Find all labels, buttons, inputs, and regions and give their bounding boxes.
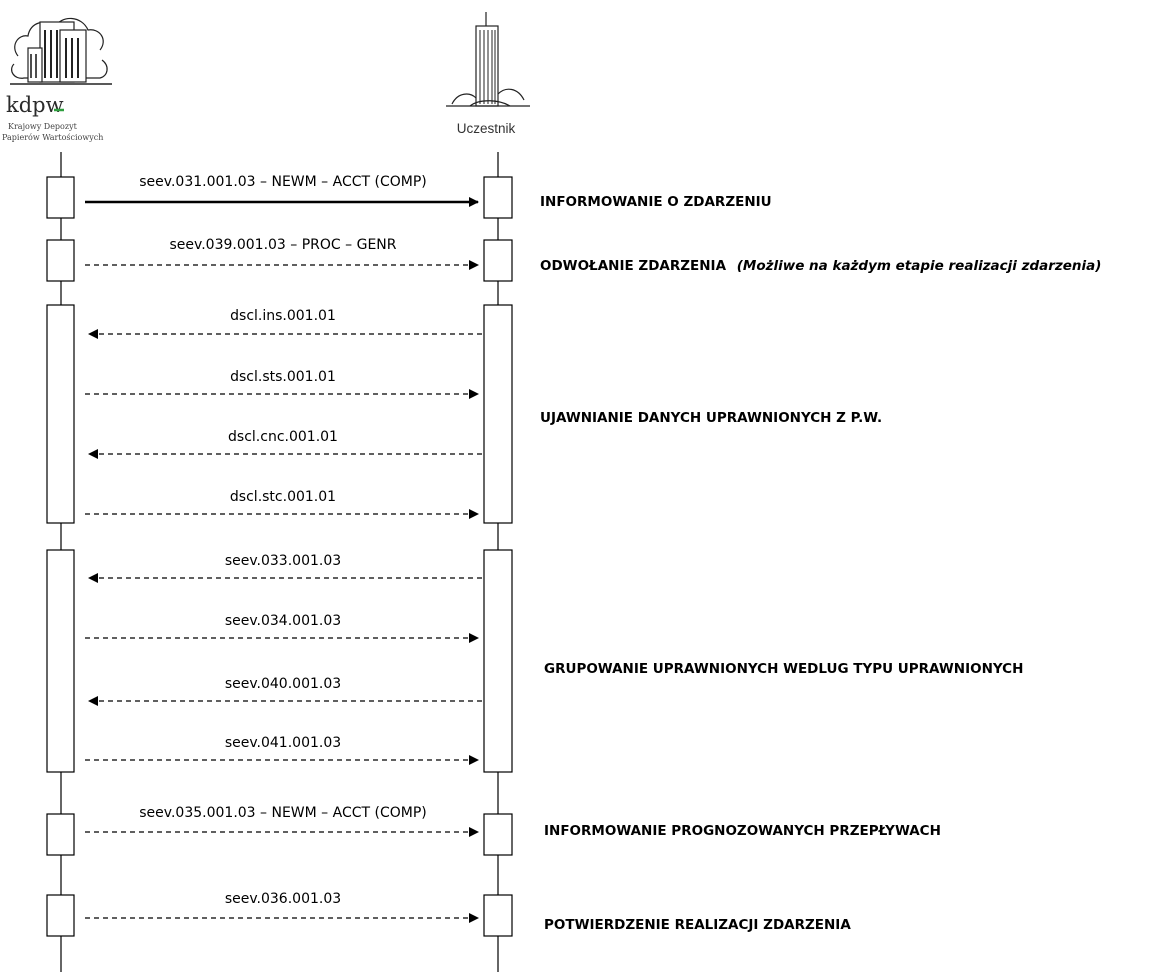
activation-box bbox=[483, 894, 513, 937]
phase-title: INFORMOWANIE O ZDARZENIU bbox=[540, 194, 772, 210]
activation-boxes bbox=[46, 176, 513, 937]
skyscraper-icon bbox=[446, 12, 530, 107]
message-label: seev.033.001.03 bbox=[225, 553, 341, 569]
message-label: dscl.cnc.001.01 bbox=[228, 429, 338, 445]
message-label: seev.035.001.03 – NEWM – ACCT (COMP) bbox=[139, 805, 427, 821]
activation-box bbox=[46, 813, 75, 856]
phase-labels: INFORMOWANIE O ZDARZENIU ODWOŁANIE ZDARZ… bbox=[540, 194, 1101, 933]
kdpw-building-icon bbox=[10, 17, 112, 85]
activation-box bbox=[483, 176, 513, 219]
message-label: seev.040.001.03 bbox=[225, 676, 341, 692]
kdpw-logo: kdpw Krajowy Depozyt Papierów Wartościow… bbox=[2, 17, 112, 142]
message-label: dscl.stc.001.01 bbox=[230, 489, 336, 505]
kdpw-logo-sub-line1: Krajowy Depozyt bbox=[8, 122, 78, 131]
message-label: dscl.ins.001.01 bbox=[230, 308, 336, 324]
message-label: seev.041.001.03 bbox=[225, 735, 341, 751]
activation-box bbox=[46, 549, 75, 773]
kdpw-logo-sub-line2: Papierów Wartościowych bbox=[2, 133, 103, 142]
activation-box bbox=[46, 239, 75, 282]
kdpw-logo-word: kdpw bbox=[6, 93, 64, 117]
actor-name-uczestnik: Uczestnik bbox=[457, 121, 516, 136]
activation-box bbox=[46, 176, 75, 219]
uczestnik-actor: Uczestnik bbox=[446, 12, 530, 136]
message-label: seev.034.001.03 bbox=[225, 613, 341, 629]
phase-title: POTWIERDZENIE REALIZACJI ZDARZENIA bbox=[544, 917, 851, 933]
message-label: seev.036.001.03 bbox=[225, 891, 341, 907]
phase-title: INFORMOWANIE PROGNOZOWANYCH PRZEPŁYWACH bbox=[544, 823, 941, 839]
phase-note: (Możliwe na każdym etapie realizacji zda… bbox=[737, 258, 1102, 274]
activation-box bbox=[46, 304, 75, 524]
activation-box bbox=[483, 813, 513, 856]
message-label: seev.039.001.03 – PROC – GENR bbox=[170, 237, 397, 253]
message-label: seev.031.001.03 – NEWM – ACCT (COMP) bbox=[139, 174, 427, 190]
message-label: dscl.sts.001.01 bbox=[230, 369, 336, 385]
phase-title: UJAWNIANIE DANYCH UPRAWNIONYCH Z P.W. bbox=[540, 410, 882, 426]
phase-title: GRUPOWANIE UPRAWNIONYCH WEDLUG TYPU UPRA… bbox=[544, 661, 1023, 677]
activation-box bbox=[46, 894, 75, 937]
phase-odwolanie: ODWOŁANIE ZDARZENIA (Możliwe na każdym e… bbox=[540, 258, 1101, 274]
activation-box bbox=[483, 549, 513, 773]
messages: seev.031.001.03 – NEWM – ACCT (COMP) see… bbox=[85, 174, 482, 923]
phase-title: ODWOŁANIE ZDARZENIA bbox=[540, 258, 727, 274]
activation-box bbox=[483, 239, 513, 282]
activation-box bbox=[483, 304, 513, 524]
